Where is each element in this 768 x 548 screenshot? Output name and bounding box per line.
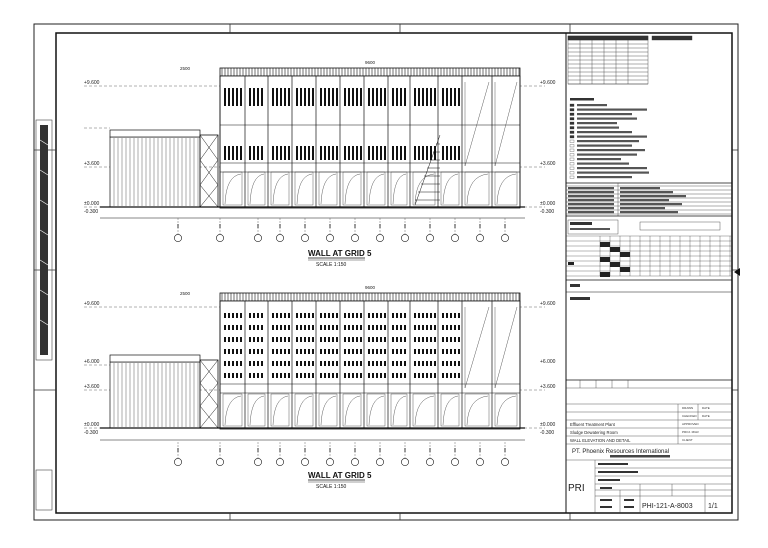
drawing-number: PHI-121-A-8003 (642, 503, 693, 510)
svg-text:CHECKED: CHECKED (682, 414, 698, 418)
svg-text:DRAWN: DRAWN (682, 406, 693, 410)
drawing-title: WALL ELEVATION AND DETAIL (570, 438, 631, 443)
svg-text:-0.300: -0.300 (540, 209, 554, 215)
svg-text:+3.600: +3.600 (84, 384, 100, 390)
svg-text:9600: 9600 (365, 285, 376, 290)
svg-text:±0.000: ±0.000 (540, 201, 555, 207)
svg-text:CLIENT: CLIENT (682, 438, 693, 442)
bottom-elevation: +9.600 +6.000 +3.600 ±0.000 -0.300 +9.600 +6.… (84, 285, 556, 466)
svg-text:-0.300: -0.300 (84, 430, 98, 436)
svg-text:-0.300: -0.300 (84, 209, 98, 215)
svg-text:+9.600: +9.600 (540, 80, 556, 86)
svg-text:PROJ. MGR: PROJ. MGR (682, 430, 700, 434)
project-line-1: Effluent Treatment Plant (570, 422, 616, 427)
svg-text:±0.000: ±0.000 (84, 422, 99, 428)
title-block: DRAWN DATE CHECKED DATE APPROVED PROJ. MGR… (565, 32, 733, 514)
company-name: PT. Phoenix Resources International (572, 449, 669, 455)
svg-text:+6.000: +6.000 (540, 359, 556, 365)
svg-text:2500: 2500 (180, 66, 191, 71)
top-view-scale: SCALE 1:150 (316, 262, 347, 268)
top-view-title: WALL AT GRID 5 (308, 249, 372, 258)
svg-text:DATE: DATE (702, 414, 710, 418)
top-elevation: +9.600 +3.600 ±0.000 -0.300 +9.600 +3.600 ±0.… (84, 60, 556, 242)
svg-text:APPROVED: APPROVED (682, 422, 700, 426)
svg-text:-0.300: -0.300 (540, 430, 554, 436)
project-line-2: Sludge Dewatering Room (570, 430, 618, 435)
svg-text:+3.600: +3.600 (540, 161, 556, 167)
svg-text:±0.000: ±0.000 (84, 201, 99, 207)
svg-text:+9.600: +9.600 (540, 301, 556, 307)
bottom-view-scale: SCALE 1:150 (316, 484, 347, 490)
bottom-view-title: WALL AT GRID 5 (308, 471, 372, 480)
side-notes-strip (35, 119, 53, 361)
side-notes-text (39, 125, 49, 355)
svg-text:+6.000: +6.000 (84, 359, 100, 365)
sheet-number: 1/1 (708, 503, 718, 510)
company-logo: PRI (568, 483, 585, 494)
svg-text:+9.600: +9.600 (84, 80, 100, 86)
side-stamp (35, 469, 53, 511)
svg-text:2500: 2500 (180, 291, 191, 296)
svg-text:+9.600: +9.600 (84, 301, 100, 307)
svg-text:DATE: DATE (702, 406, 710, 410)
right-center-marker (734, 268, 740, 276)
svg-text:±0.000: ±0.000 (540, 422, 555, 428)
svg-text:9600: 9600 (365, 60, 376, 65)
svg-text:+3.600: +3.600 (540, 384, 556, 390)
svg-text:+3.600: +3.600 (84, 161, 100, 167)
